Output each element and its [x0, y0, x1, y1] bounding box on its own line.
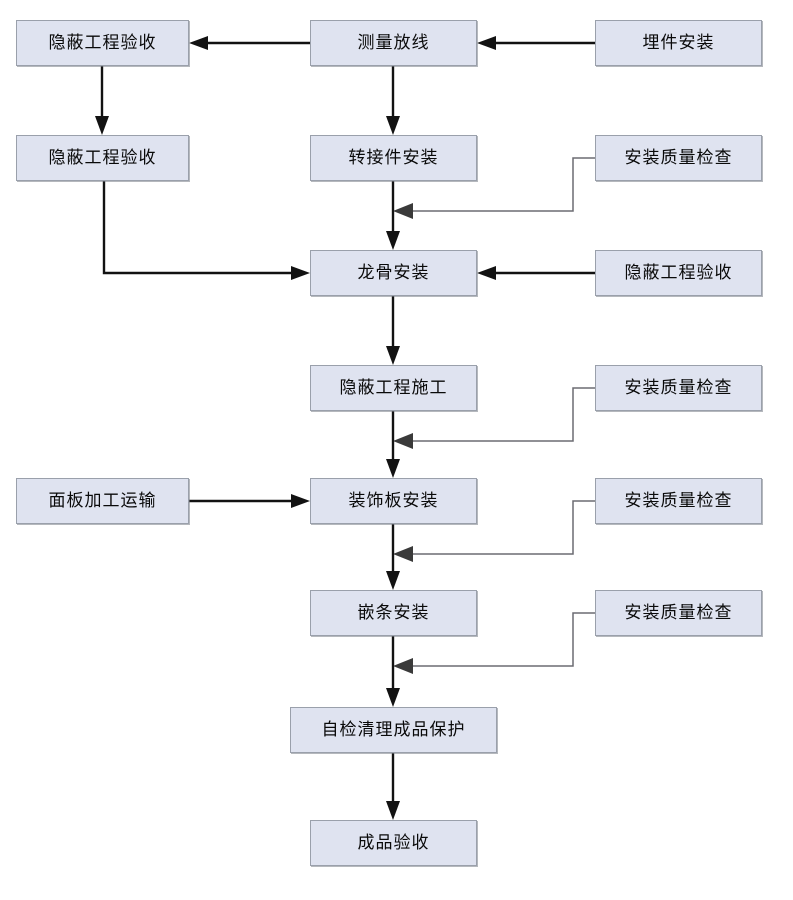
node-label: 安装质量检查	[624, 377, 733, 398]
edge-selfcheck-to-final-accept	[386, 753, 400, 820]
edge-trim-to-selfcheck	[386, 636, 400, 707]
edge-embedded-to-survey	[477, 36, 595, 50]
edge-concealed-work-to-panel	[386, 411, 400, 478]
node-label: 测量放线	[357, 32, 430, 53]
edge-concealed2-to-keel	[102, 181, 310, 280]
node-quality-check-4[interactable]: 安装质量检查	[595, 590, 762, 636]
node-label: 安装质量检查	[624, 147, 733, 168]
node-concealed-works-construction[interactable]: 隐蔽工程施工	[310, 365, 477, 411]
node-label: 隐蔽工程验收	[48, 32, 157, 53]
node-quality-check-2[interactable]: 安装质量检查	[595, 365, 762, 411]
node-trim-strip-installation[interactable]: 嵌条安装	[310, 590, 477, 636]
node-label: 面板加工运输	[48, 490, 157, 511]
node-decorative-panel-installation[interactable]: 装饰板安装	[310, 478, 477, 524]
node-self-inspection-cleaning-protection[interactable]: 自检清理成品保护	[290, 707, 497, 753]
node-label: 龙骨安装	[357, 262, 430, 283]
node-label: 成品验收	[357, 832, 430, 853]
node-embedded-part-installation[interactable]: 埋件安装	[595, 20, 762, 66]
node-quality-check-3[interactable]: 安装质量检查	[595, 478, 762, 524]
node-label: 安装质量检查	[624, 490, 733, 511]
edge-survey-to-adapter	[386, 66, 400, 135]
node-concealed-acceptance-2[interactable]: 隐蔽工程验收	[16, 135, 189, 181]
node-survey-layout[interactable]: 测量放线	[310, 20, 477, 66]
edge-panel-to-trim	[386, 524, 400, 590]
node-label: 埋件安装	[642, 32, 715, 53]
edge-concealed1-to-concealed2	[95, 66, 109, 135]
node-keel-installation[interactable]: 龙骨安装	[310, 250, 477, 296]
node-final-product-acceptance[interactable]: 成品验收	[310, 820, 477, 866]
node-label: 自检清理成品保护	[321, 719, 466, 740]
edge-concealed3-to-keel	[477, 266, 595, 280]
node-label: 装饰板安装	[348, 490, 439, 511]
edge-survey-to-concealed-accept1	[189, 36, 310, 50]
node-concealed-acceptance-1[interactable]: 隐蔽工程验收	[16, 20, 189, 66]
node-adapter-installation[interactable]: 转接件安装	[310, 135, 477, 181]
node-panel-fabrication-transport[interactable]: 面板加工运输	[16, 478, 189, 524]
node-label: 隐蔽工程验收	[48, 147, 157, 168]
node-quality-check-1[interactable]: 安装质量检查	[595, 135, 762, 181]
node-label: 隐蔽工程施工	[339, 377, 448, 398]
edge-panel-fab-to-panel-install	[189, 494, 310, 508]
edge-keel-to-concealed-work	[386, 296, 400, 365]
edge-adapter-to-keel	[386, 181, 400, 250]
node-label: 嵌条安装	[357, 602, 430, 623]
node-label: 安装质量检查	[624, 602, 733, 623]
node-label: 转接件安装	[348, 147, 439, 168]
node-label: 隐蔽工程验收	[624, 262, 733, 283]
node-concealed-acceptance-3[interactable]: 隐蔽工程验收	[595, 250, 762, 296]
